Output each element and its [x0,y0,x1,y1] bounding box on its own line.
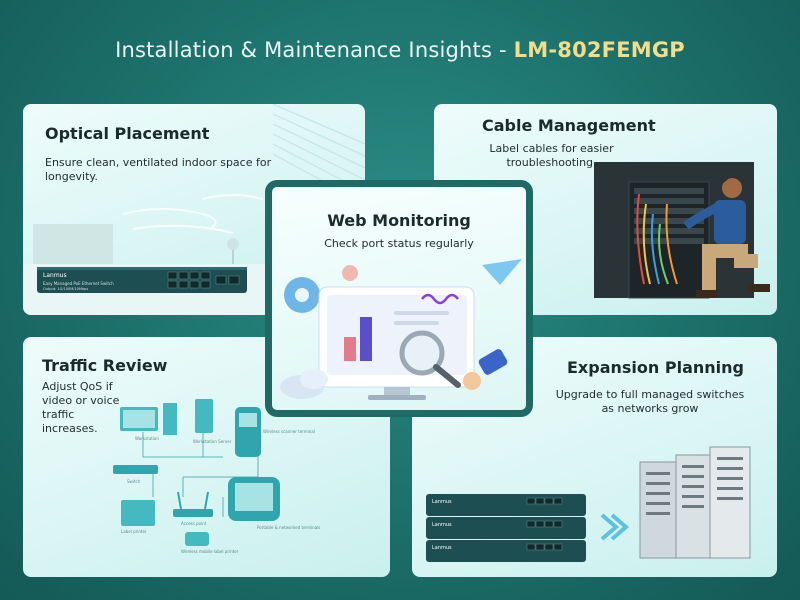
svg-text:Workstation: Workstation [135,436,159,441]
chart-bar [360,317,372,361]
traffic-network-diagram: Workstation Workstation Server Wireless … [113,399,320,554]
svg-text:Lanmus: Lanmus [43,272,67,279]
svg-text:Easy Managed PoE Ethernet Swit: Easy Managed PoE Ethernet Switch [43,281,114,286]
expansion-planning-title: Expansion Planning [567,358,744,377]
optical-placement-title: Optical Placement [45,124,210,143]
web-monitoring-illustration [280,259,522,400]
arrow-icon [600,513,630,541]
chart-bar [344,337,356,361]
card-web-monitoring: Web Monitoring Check port status regular… [265,180,533,417]
switch-device: Lanmus Easy Managed PoE Ethernet Switch … [37,267,247,293]
svg-text:Workstation Server: Workstation Server [193,439,232,444]
model-name: LM-802FEMGP [513,38,685,62]
server-racks [639,446,751,559]
svg-text:Access point: Access point [181,521,207,526]
svg-text:Switch: Switch [127,479,141,484]
cable-management-title: Cable Management [482,116,656,135]
svg-text:Wireless scanner terminal: Wireless scanner terminal [263,429,315,434]
traffic-review-text: Adjust QoS if video or voice traffic inc… [42,380,120,435]
svg-text:Portable & networked terminals: Portable & networked terminals [257,525,320,530]
magnifier-icon [399,330,445,376]
svg-text:Lanmus: Lanmus [432,545,452,551]
optical-placement-text: Ensure clean, ventilated indoor space fo… [45,156,272,183]
cable-management-text: Label cables for easier troubleshooting. [489,142,614,169]
expansion-illustration: Lanmus Lanmus Lanmus [426,446,751,562]
expansion-planning-text: Upgrade to full managed switches as netw… [555,388,745,415]
svg-text:Label printer: Label printer [121,529,147,534]
svg-text:Output: 1G/100M/10Mbps: Output: 1G/100M/10Mbps [43,287,88,291]
svg-text:Lanmus: Lanmus [432,522,452,528]
web-monitoring-text: Check port status regularly [324,237,474,250]
cable-management-illustration [594,162,770,299]
svg-text:Lanmus: Lanmus [432,499,452,505]
title-prefix: Installation & Maintenance Insights - [115,38,514,62]
card-expansion-planning: Lanmus Lanmus Lanmus Expansion Planning … [412,337,777,577]
stacked-switches: Lanmus Lanmus Lanmus [426,494,586,562]
svg-text:Wireless mobile label printer: Wireless mobile label printer [181,549,239,554]
traffic-review-title: Traffic Review [42,356,168,375]
gear-icon [342,265,358,281]
page-title: Installation & Maintenance Insights - LM… [0,38,800,62]
paper-plane-icon [482,259,522,285]
web-monitoring-title: Web Monitoring [327,211,471,230]
